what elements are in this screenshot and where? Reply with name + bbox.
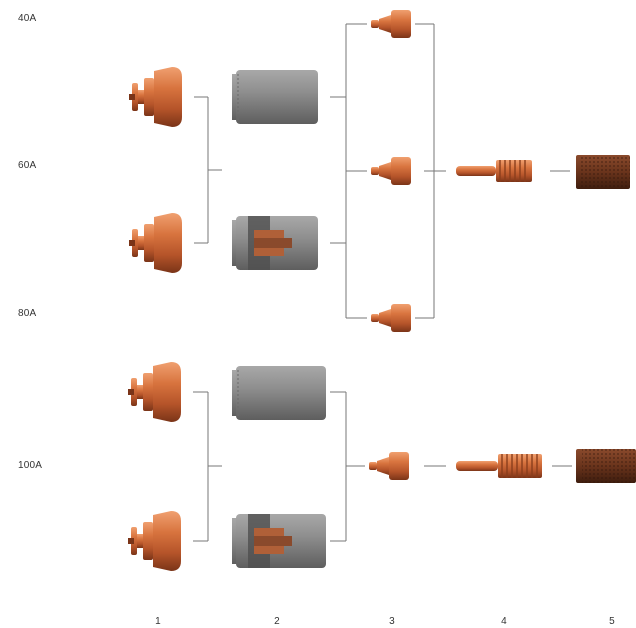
connector-col2-col3-upper [330,23,367,319]
column-label-1: 1 [155,616,161,627]
amperage-label-80a: 80A [18,308,37,319]
swirl-ring-icon [576,155,630,189]
column-label-3: 3 [389,616,395,627]
shield-cap-icon [129,67,182,127]
nozzle-icon [371,304,411,332]
nozzle-icon [371,10,411,38]
connector-col1-col2-lower [193,391,222,542]
amperage-label-60a: 60A [18,160,37,171]
column-label-5: 5 [609,616,615,627]
connector-col3-col4-upper [415,23,446,319]
retaining-cap-icon [232,70,318,124]
nozzle-icon [369,452,409,480]
shield-cap-icon [128,362,181,422]
retaining-cap-icon [232,514,326,568]
column-label-4: 4 [501,616,507,627]
column-label-2: 2 [274,616,280,627]
connector-col2-col3-lower [330,391,365,542]
retaining-cap-icon [232,366,326,420]
swirl-ring-icon [576,449,636,483]
shield-cap-icon [129,213,182,273]
amperage-label-100a: 100A [18,460,43,471]
connector-col1-col2-upper [194,96,222,244]
electrode-icon [456,454,542,478]
shield-cap-icon [128,511,181,571]
retaining-cap-icon [232,216,318,270]
nozzle-icon [371,157,411,185]
electrode-icon [456,160,532,182]
amperage-label-40a: 40A [18,13,37,24]
